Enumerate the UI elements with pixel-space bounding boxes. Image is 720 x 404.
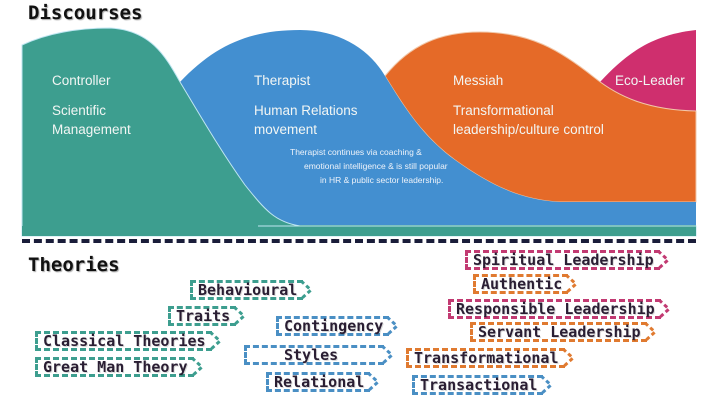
chevron-right-icon	[209, 331, 222, 351]
chevron-right-icon	[382, 345, 394, 365]
theory-tag-authentic: Authentic	[473, 274, 579, 294]
chevron-right-icon	[657, 250, 670, 270]
theory-tag-behavioural: Behavioural	[190, 280, 314, 300]
theory-tag-spiritual-leadership: Spiritual Leadership	[465, 250, 670, 270]
chevron-right-icon	[644, 322, 657, 342]
messiah-desc-2: leadership/culture control	[453, 122, 604, 137]
theory-tag-contingency: Contingency	[276, 316, 400, 336]
controller-desc-2: Management	[52, 122, 131, 137]
theory-tag-transactional: Transactional	[412, 375, 554, 395]
theories-title: Theories	[28, 254, 120, 276]
therapist-label: Therapist	[254, 73, 311, 88]
messiah-desc-1: Transformational	[453, 103, 554, 118]
theory-tag-styles: Styles	[244, 345, 394, 365]
chevron-right-icon	[191, 357, 204, 377]
theory-tag-servant-leadership: Servant Leadership	[470, 322, 657, 342]
therapist-desc-1: Human Relations	[254, 103, 358, 118]
controller-desc-1: Scientific	[52, 103, 107, 118]
chevron-right-icon	[562, 348, 575, 368]
therapist-desc-2: movement	[254, 122, 318, 137]
chevron-right-icon	[541, 375, 554, 395]
discourses-title: Discourses	[28, 2, 143, 24]
theory-tag-transformational: Transformational	[406, 348, 575, 368]
messiah-label: Messiah	[453, 73, 504, 88]
controller-label: Controller	[52, 73, 111, 88]
therapist-note: Therapist continues via coaching & emoti…	[275, 145, 475, 187]
chevron-right-icon	[387, 316, 400, 336]
chevron-right-icon	[368, 372, 381, 392]
chevron-right-icon	[658, 299, 671, 319]
therapist-note-line-2: emotional intelligence & is still popula…	[304, 161, 448, 171]
chevron-right-icon	[301, 280, 314, 300]
section-divider	[22, 239, 696, 243]
theory-tag-traits: Traits	[168, 306, 247, 326]
therapist-note-line-3: in HR & public sector leadership.	[320, 175, 444, 185]
therapist-note-line-1: Therapist continues via coaching &	[290, 147, 422, 157]
chevron-right-icon	[566, 274, 579, 294]
theory-tag-great-man-theory: Great Man Theory	[35, 357, 204, 377]
theory-tag-relational: Relational	[266, 372, 381, 392]
theory-tag-responsible-leadership: Responsible Leadership	[448, 299, 671, 319]
discourse-waves	[21, 27, 697, 237]
chevron-right-icon	[234, 306, 247, 326]
eco-leader-label: Eco-Leader	[615, 73, 685, 88]
theory-tag-classical-theories: Classical Theories	[35, 331, 222, 351]
